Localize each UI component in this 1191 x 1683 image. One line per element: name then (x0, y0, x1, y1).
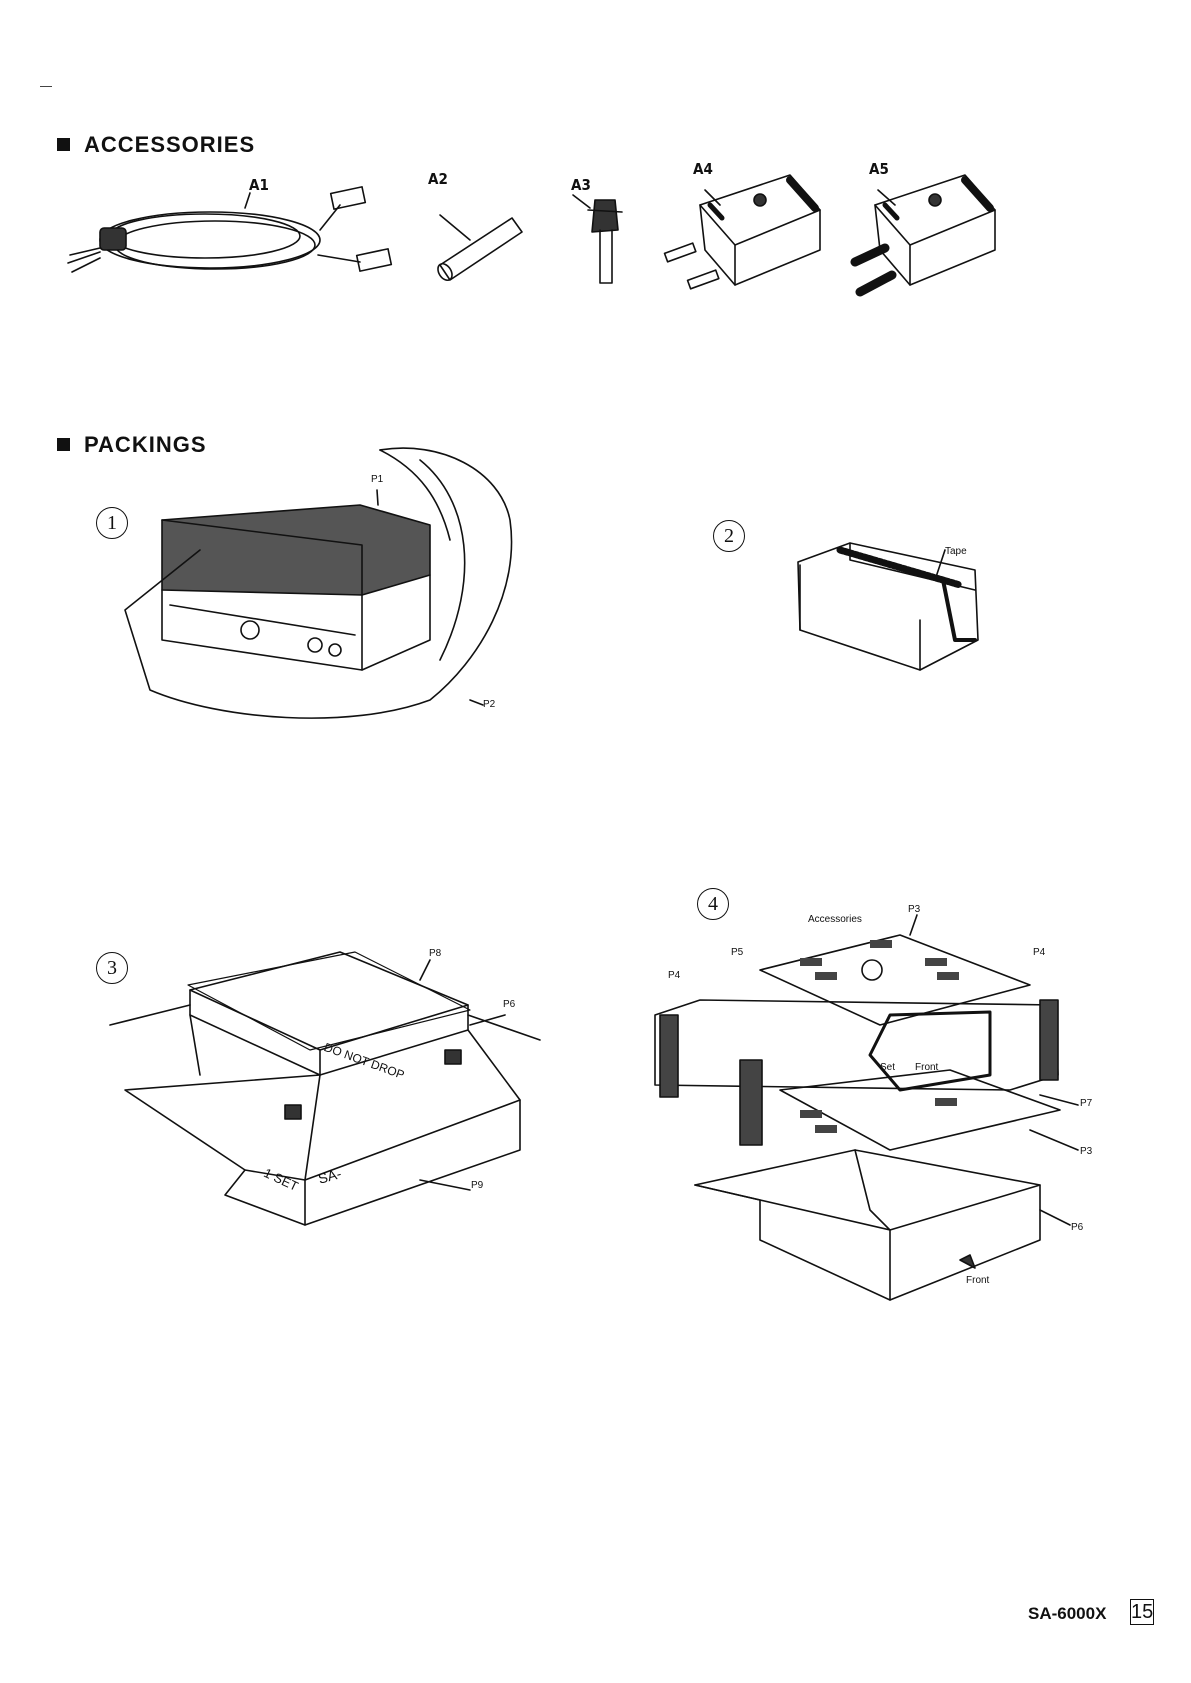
label-p1: P1 (371, 474, 383, 485)
packing-step1-illustration (125, 448, 512, 718)
label-tape: Tape (945, 546, 967, 557)
step-marker-4: 4 (697, 888, 729, 920)
page-number: 15 (1130, 1599, 1154, 1625)
label-p3-bottom: P3 (1080, 1146, 1092, 1157)
label-a4: A4 (693, 160, 713, 178)
accessory-a1-cord (68, 187, 391, 272)
accessory-a3-plug (573, 195, 622, 283)
label-a5: A5 (869, 160, 889, 178)
label-p4-left: P4 (668, 970, 680, 981)
label-p7: P7 (1080, 1098, 1092, 1109)
label-p8: P8 (429, 948, 441, 959)
label-p5: P5 (731, 947, 743, 958)
accessory-a2-fuse (435, 215, 522, 283)
label-a3: A3 (571, 176, 591, 194)
packing-step2-illustration (798, 543, 978, 670)
step-marker-1: 1 (96, 507, 128, 539)
label-set: Set (880, 1062, 895, 1073)
step-marker-3: 3 (96, 952, 128, 984)
label-a1: A1 (249, 176, 269, 194)
label-p6: P6 (503, 999, 515, 1010)
label-a2: A2 (428, 170, 448, 188)
accessory-a4-adapter (665, 175, 820, 289)
label-p3-top: P3 (908, 904, 920, 915)
label-front: Front (966, 1275, 989, 1286)
label-p9: P9 (471, 1180, 483, 1191)
label-set-front: Front (915, 1062, 938, 1073)
label-p2: P2 (483, 699, 495, 710)
label-accessories: Accessories (808, 914, 862, 925)
packing-step4-illustration (655, 915, 1078, 1300)
label-p4-right: P4 (1033, 947, 1045, 958)
step-marker-2: 2 (713, 520, 745, 552)
accessory-a5-adapter (855, 175, 995, 292)
model-number: SA-6000X (1028, 1604, 1106, 1624)
label-p6: P6 (1071, 1222, 1083, 1233)
